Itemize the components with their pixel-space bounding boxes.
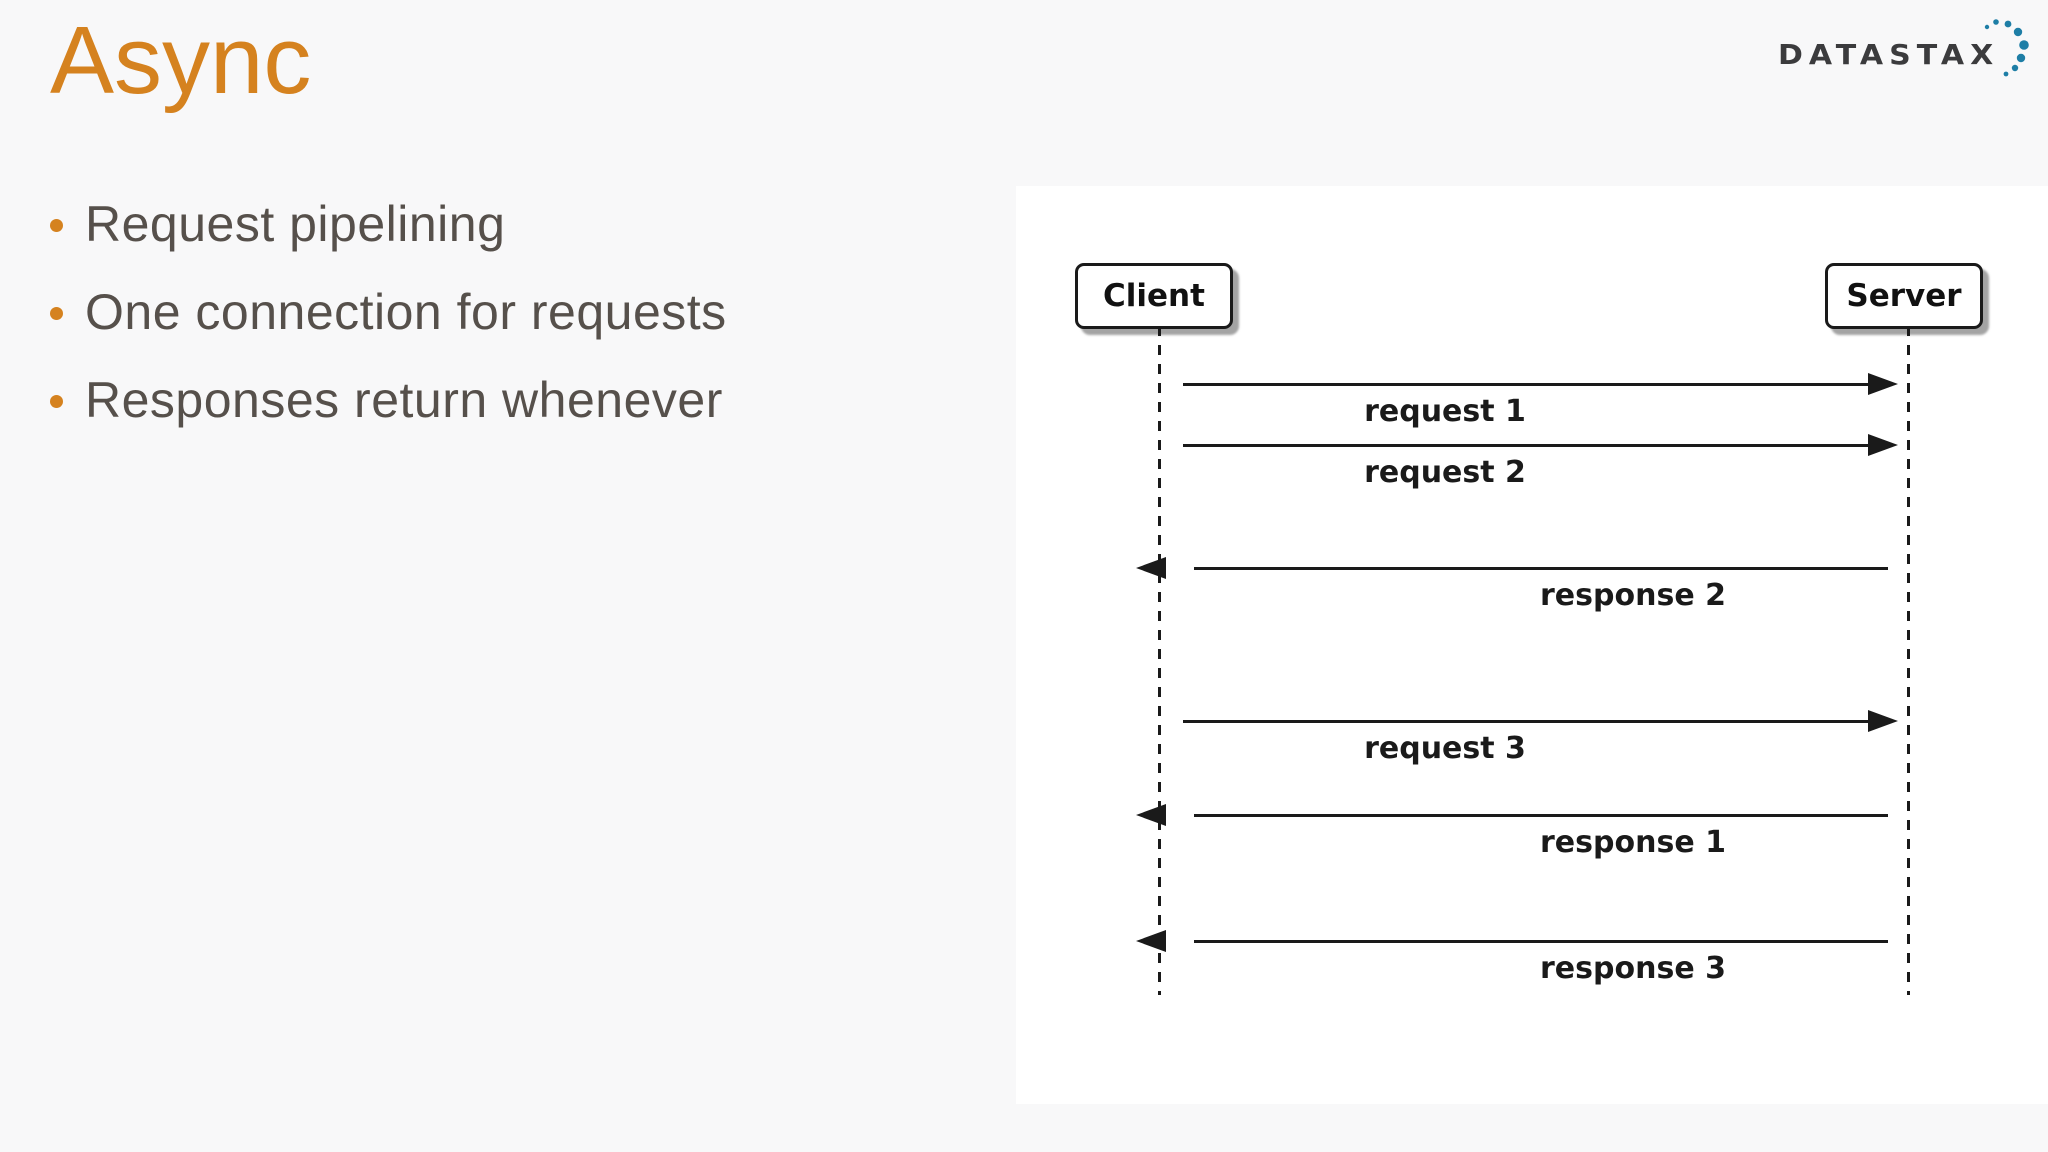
message-label: response 1 bbox=[1540, 825, 1726, 860]
arrow-head-icon bbox=[1868, 710, 1898, 732]
lifeline-server bbox=[1907, 326, 1910, 995]
arrow-head-icon bbox=[1868, 373, 1898, 395]
arrow-line bbox=[1183, 383, 1868, 386]
bullet-item: One connection for requests bbox=[50, 268, 727, 356]
actor-label-server: Server bbox=[1846, 278, 1962, 314]
bullet-text: Request pipelining bbox=[85, 196, 506, 252]
actor-box-server: Server bbox=[1825, 263, 1983, 329]
diagram-panel: Client Server request 1 request 2 respon… bbox=[1016, 186, 2048, 1104]
message-label: request 2 bbox=[1364, 455, 1526, 490]
arrow-line bbox=[1183, 720, 1868, 723]
lifeline-client bbox=[1158, 326, 1161, 995]
bullet-dot-icon bbox=[50, 394, 63, 408]
bullet-text: Responses return whenever bbox=[85, 372, 723, 428]
bullet-item: Responses return whenever bbox=[50, 356, 727, 444]
arrow-head-icon bbox=[1136, 804, 1166, 826]
page-title: Async bbox=[50, 7, 312, 114]
datastax-dots-icon bbox=[1984, 19, 2029, 77]
bullet-list: Request pipelining One connection for re… bbox=[50, 180, 727, 444]
bullet-dot-icon bbox=[50, 306, 63, 320]
arrow-line bbox=[1183, 444, 1868, 447]
message-label: response 2 bbox=[1540, 578, 1726, 613]
arrow-head-icon bbox=[1136, 557, 1166, 579]
actor-label-client: Client bbox=[1103, 278, 1205, 314]
message-label: request 1 bbox=[1364, 394, 1526, 429]
arrow-line bbox=[1194, 940, 1888, 943]
bullet-item: Request pipelining bbox=[50, 180, 727, 268]
actor-box-client: Client bbox=[1075, 263, 1233, 329]
bullet-dot-icon bbox=[50, 218, 63, 232]
arrow-line bbox=[1194, 567, 1888, 570]
message-label: response 3 bbox=[1540, 951, 1726, 986]
arrow-line bbox=[1194, 814, 1888, 817]
datastax-logo-text: DATASTAX bbox=[1778, 39, 2000, 72]
bullet-text: One connection for requests bbox=[85, 284, 727, 340]
datastax-logo: DATASTAX bbox=[1778, 10, 2038, 90]
arrow-head-icon bbox=[1136, 930, 1166, 952]
message-label: request 3 bbox=[1364, 731, 1526, 766]
arrow-head-icon bbox=[1868, 434, 1898, 456]
